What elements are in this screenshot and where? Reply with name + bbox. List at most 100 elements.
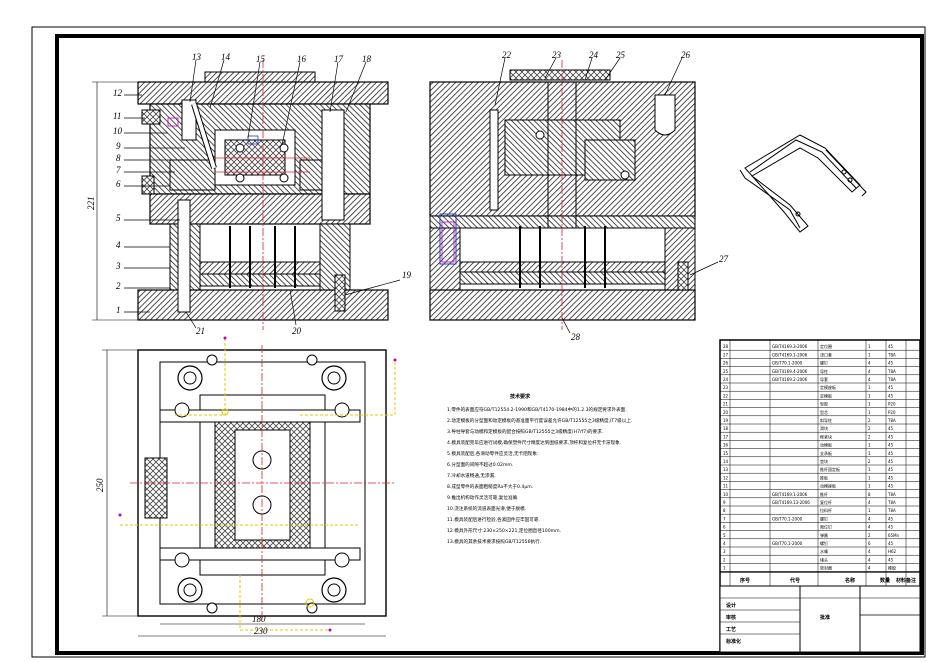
bom-index: 19 bbox=[723, 418, 729, 423]
callout-20: 20 bbox=[292, 326, 302, 336]
bom-cell: 1 bbox=[868, 344, 871, 349]
bom-cell: 4 bbox=[868, 377, 871, 382]
callout-7: 7 bbox=[116, 165, 121, 175]
bom-cell: H62 bbox=[888, 549, 897, 554]
inner-frame bbox=[55, 34, 924, 655]
bom-cell: 4 bbox=[868, 566, 871, 571]
callout-3: 3 bbox=[115, 261, 121, 271]
callout-1: 1 bbox=[116, 305, 121, 315]
callout-6: 6 bbox=[116, 179, 121, 189]
bom-cell: 6 bbox=[868, 541, 871, 546]
bom-cell: 推杆 bbox=[820, 491, 828, 497]
bom-cell: 2 bbox=[868, 459, 871, 464]
bom-cell: GB/T4169.13-2006 bbox=[772, 500, 810, 505]
callout-10: 10 bbox=[113, 126, 123, 136]
bom-cell: 螺钉 bbox=[820, 515, 828, 521]
bom-cell: 定位圈 bbox=[820, 343, 832, 349]
callout-9: 9 bbox=[116, 141, 121, 151]
bom-cell: 推板 bbox=[820, 474, 828, 480]
bom-cell: 4 bbox=[868, 361, 871, 366]
callout-2: 2 bbox=[116, 281, 121, 291]
callout-4: 4 bbox=[116, 240, 121, 250]
callout-22: 22 bbox=[502, 50, 512, 60]
bom-index: 14 bbox=[723, 459, 729, 464]
bom-index: 26 bbox=[723, 361, 729, 366]
bom-cell: 斜导柱 bbox=[820, 417, 832, 423]
bom-cell: 45 bbox=[888, 451, 894, 456]
bom-index: 5 bbox=[723, 533, 726, 538]
bom-index: 18 bbox=[723, 426, 729, 431]
note-line: 2.动定模板的分型面和动定模板的基准面平行度误差允许GB/T12555之3级精度… bbox=[447, 417, 632, 424]
note-line: 8.成型零件的表面粗糙度Ra不大于0.4μm. bbox=[447, 483, 533, 490]
bom-cell: 弹簧 bbox=[820, 532, 828, 538]
bom-index: 10 bbox=[723, 492, 729, 497]
bom-index: 15 bbox=[723, 451, 729, 456]
bom-cell: 4 bbox=[868, 369, 871, 374]
bom-cell: 密封圈 bbox=[820, 565, 832, 571]
dim-230: 230 bbox=[254, 626, 268, 636]
bom-cell: 45 bbox=[888, 361, 894, 366]
bom-cell: GB/T70.1-2000 bbox=[772, 516, 803, 521]
bom-cell: 导柱 bbox=[820, 368, 828, 374]
bom-index: 22 bbox=[723, 393, 729, 398]
note-line: 13.模具的其余技术要求按照GB/T12556执行. bbox=[447, 538, 541, 545]
bom-index: 13 bbox=[723, 467, 729, 472]
dimension-front-height: 221 bbox=[86, 81, 138, 321]
bom-cell: 4 bbox=[868, 500, 871, 505]
bom-index: 8 bbox=[723, 508, 726, 513]
bom-index: 17 bbox=[723, 434, 729, 439]
callouts-front-left bbox=[124, 59, 401, 329]
outer-frame bbox=[31, 26, 926, 658]
front-section-right bbox=[429, 60, 696, 330]
bom-cell: 动模板 bbox=[820, 442, 832, 448]
callout-19: 19 bbox=[402, 270, 412, 280]
note-line: 9.推出机构动作灵活可靠,复位准确. bbox=[447, 494, 519, 501]
title-block-cell: 批准 bbox=[820, 614, 830, 621]
note-line: 6.分型面的间隙不超过0.02mm. bbox=[447, 461, 513, 468]
bom-cell: 定模板 bbox=[820, 392, 832, 398]
note-line: 3.导柱导套与动模和定模板的配合按照GB/T12555之3级精度(H7/f7)的… bbox=[447, 428, 603, 435]
note-line: 11.模具装配后进行检验,各紧固件应牢固可靠. bbox=[447, 516, 540, 523]
bom-cell: 定模座板 bbox=[820, 384, 836, 390]
bom-cell: 螺钉 bbox=[820, 360, 828, 366]
bom-cell: 垫块 bbox=[820, 458, 828, 464]
bom-cell: T8A bbox=[887, 492, 896, 497]
dim-180: 180 bbox=[252, 614, 266, 624]
bom-cell: 45 bbox=[888, 475, 894, 480]
bom-cell: 滑块 bbox=[820, 425, 828, 431]
bom-index: 24 bbox=[723, 377, 729, 382]
bom-cell: P20 bbox=[888, 410, 896, 415]
callouts-front-right bbox=[494, 57, 719, 334]
bom-cell: GB/T4169.2-2006 bbox=[772, 377, 808, 382]
bom-cell: 1 bbox=[868, 385, 871, 390]
bom-cell: 2 bbox=[868, 418, 871, 423]
callout-labels-front-left: 1 2 3 4 5 6 7 8 9 10 11 12 13 14 15 16 1… bbox=[113, 52, 412, 336]
callout-23: 23 bbox=[552, 50, 562, 60]
callout-14: 14 bbox=[221, 52, 231, 62]
bom-cell: P20 bbox=[888, 402, 896, 407]
callout-21: 21 bbox=[196, 326, 205, 336]
bom-cell: 45 bbox=[888, 557, 894, 562]
callout-8: 8 bbox=[116, 153, 121, 163]
bom-index: 1 bbox=[723, 566, 726, 571]
bom-cell: 45 bbox=[888, 525, 894, 530]
dim-221: 221 bbox=[86, 197, 96, 211]
title-block-cell: 审核 bbox=[726, 614, 736, 621]
callout-labels-front-right: 22 23 24 25 26 27 28 bbox=[502, 50, 729, 342]
note-line: 5.模具装配后,各滑动零件应灵活,无卡阻现象. bbox=[447, 450, 538, 457]
bom-cell: 4 bbox=[868, 525, 871, 530]
bom-header: 序号 代号 名称 数量 材料 备注 bbox=[739, 577, 916, 584]
bom-index: 27 bbox=[723, 352, 729, 357]
